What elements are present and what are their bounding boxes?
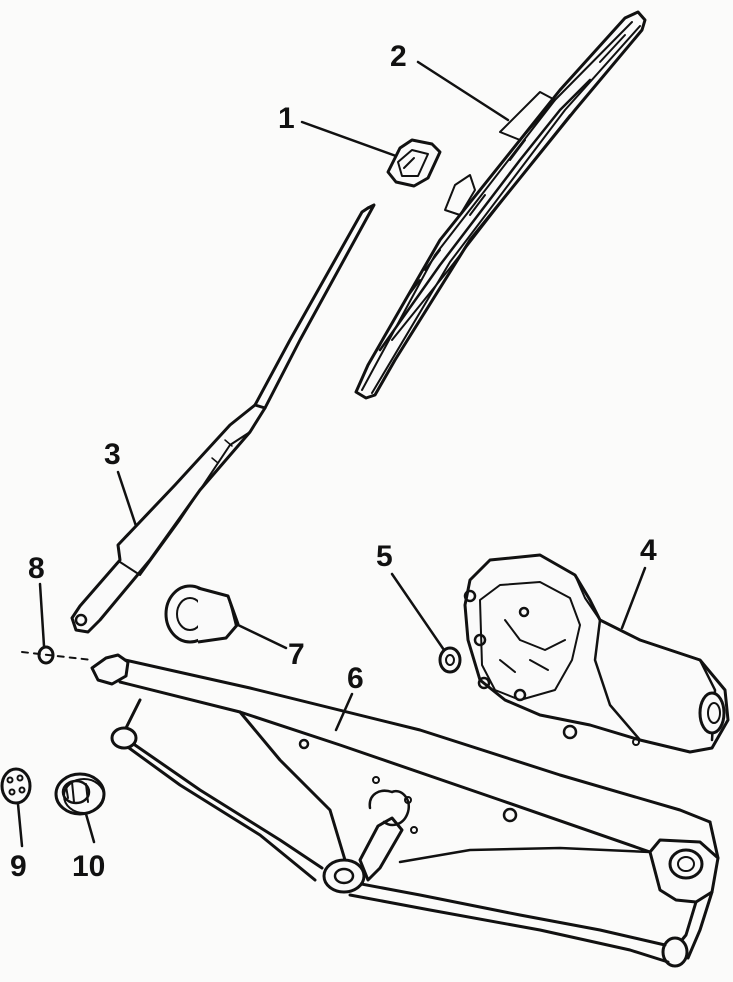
leader-8 <box>38 582 46 648</box>
leader-7 <box>234 622 288 650</box>
washer-part-8 <box>21 645 93 665</box>
leader-1 <box>300 120 398 158</box>
wiper-blade-part-2 <box>354 10 647 400</box>
leader-2 <box>416 60 510 122</box>
label-2: 2 <box>390 40 407 73</box>
blade-clip-part-1 <box>386 138 442 188</box>
label-6: 6 <box>347 662 364 695</box>
seal-part-10 <box>54 772 106 816</box>
leader-6 <box>334 692 354 732</box>
leader-9 <box>16 802 24 848</box>
bushing-part-7 <box>164 584 240 644</box>
grommet-part-9 <box>0 767 32 805</box>
leader-5 <box>390 572 446 652</box>
label-8: 8 <box>28 552 45 585</box>
leader-4 <box>620 566 647 630</box>
label-9: 9 <box>10 850 27 883</box>
leader-10 <box>84 812 96 844</box>
label-5: 5 <box>376 540 393 573</box>
label-10: 10 <box>72 850 105 883</box>
leader-3 <box>116 470 138 528</box>
label-4: 4 <box>640 534 657 567</box>
wiper-arm-part-3 <box>70 203 376 634</box>
nut-part-5 <box>438 646 462 674</box>
callout-labels: 1 2 3 4 5 6 7 8 9 10 <box>10 40 657 883</box>
leader-lines <box>16 60 647 848</box>
wiper-motor-part-4 <box>463 553 730 754</box>
label-3: 3 <box>104 438 121 471</box>
linkage-frame-part-6 <box>90 653 720 968</box>
label-1: 1 <box>278 102 295 135</box>
label-7: 7 <box>288 638 305 671</box>
